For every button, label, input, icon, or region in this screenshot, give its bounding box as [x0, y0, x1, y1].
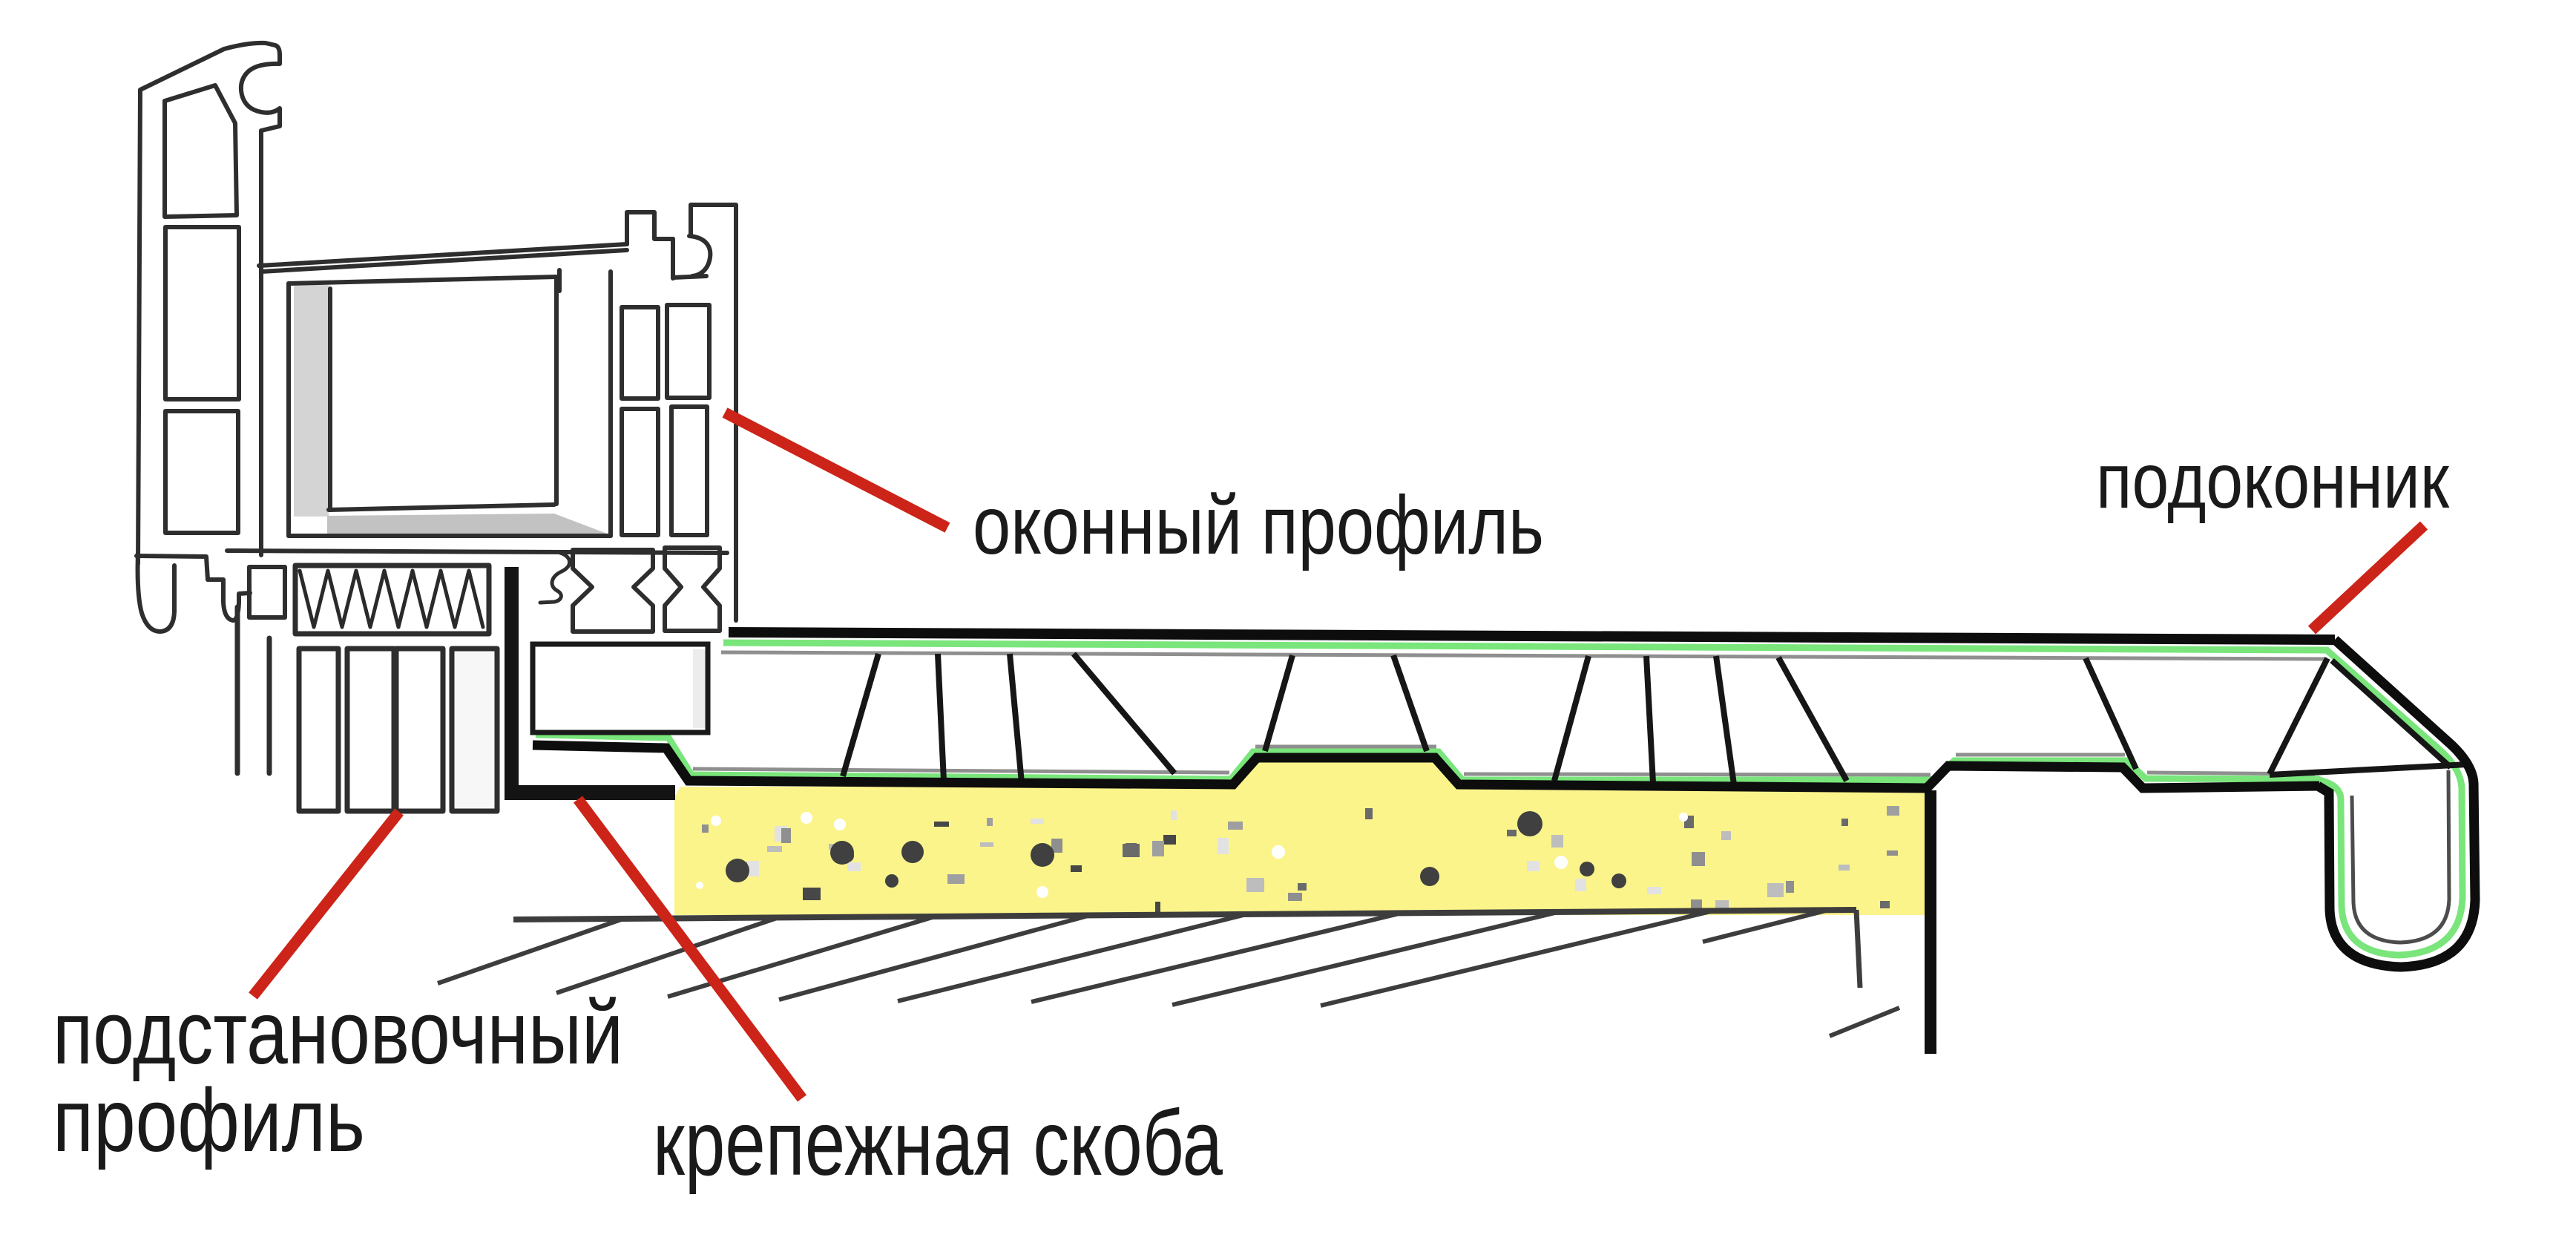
svg-text:профиль: профиль — [53, 1069, 365, 1170]
svg-text:подстановочный: подстановочный — [53, 982, 623, 1083]
svg-text:оконный профиль: оконный профиль — [973, 479, 1544, 571]
svg-text:крепежная скоба: крепежная скоба — [653, 1092, 1223, 1195]
svg-text:подоконник: подоконник — [2096, 437, 2450, 525]
